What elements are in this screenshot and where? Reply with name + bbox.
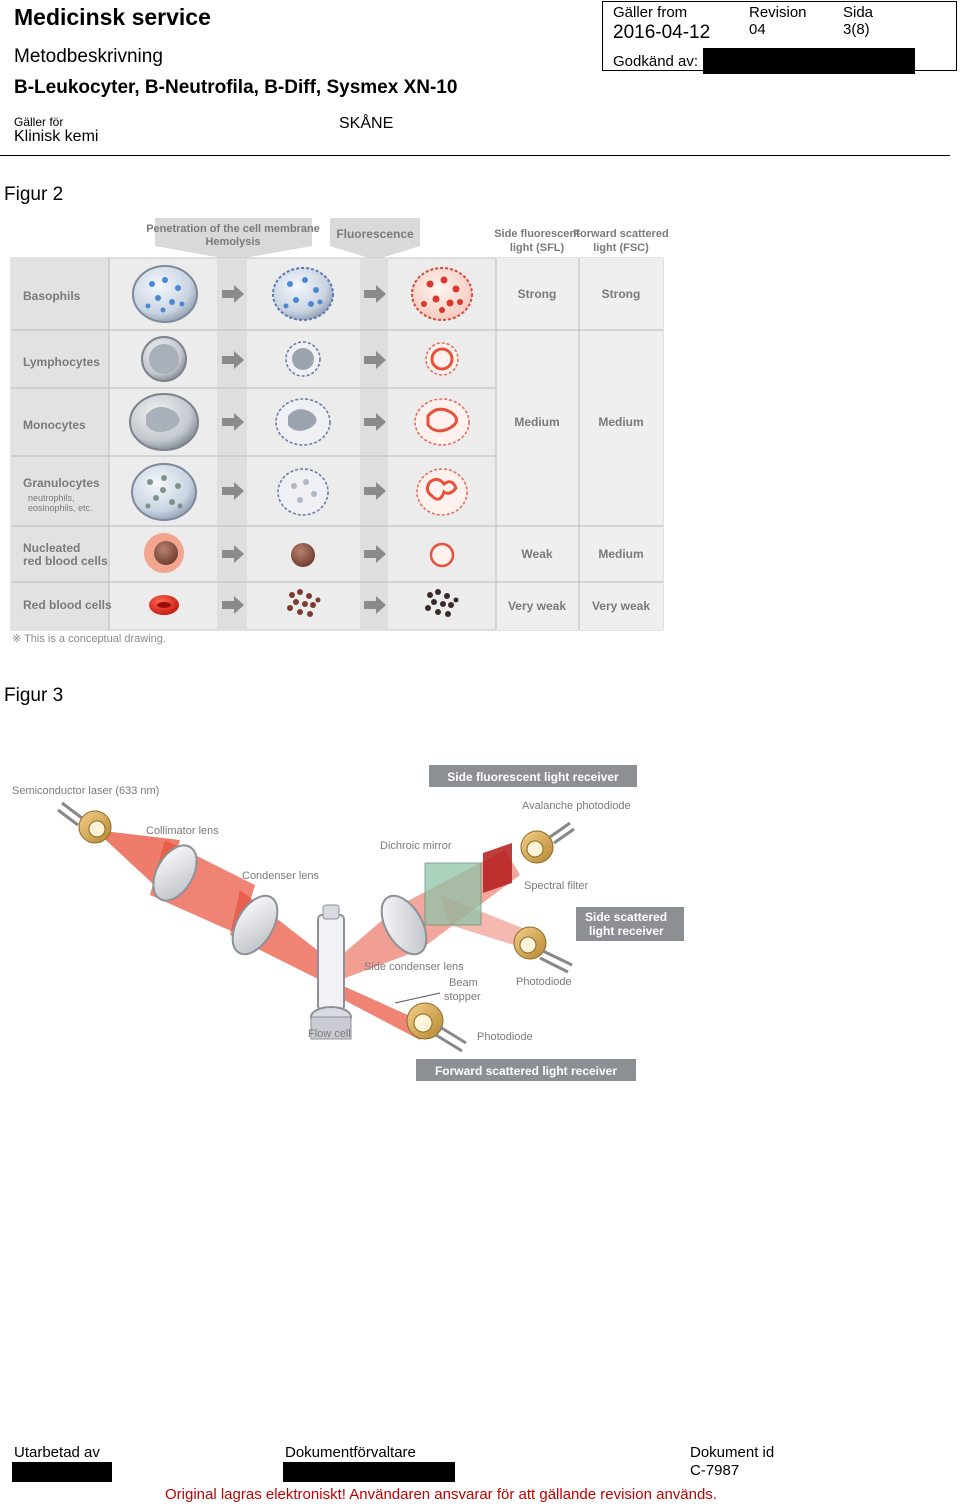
nucleated-rbc-icons — [144, 533, 455, 573]
approved-label: Godkänd av: — [613, 53, 699, 70]
applies-for-label: Gäller för — [14, 115, 64, 129]
valid-from-value: 2016-04-12 — [613, 22, 711, 43]
row-label-lymphocytes: Lymphocytes — [23, 355, 100, 369]
figure3-label: Figur 3 — [4, 685, 64, 706]
collimator-label: Collimator lens — [146, 825, 219, 837]
fsc-receiver-label: Forward scattered light receiver — [435, 1064, 617, 1078]
avalanche-label: Avalanche photodiode — [522, 800, 631, 812]
semiconductor-laser-icon — [57, 801, 112, 844]
fsc-header-line2: light (FSC) — [593, 242, 649, 254]
row-note-eosinophils: eosinophils, etc. — [28, 503, 93, 513]
sfl-receiver-label: Side fluorescent light receiver — [447, 770, 619, 784]
header-subtitle: Metodbeskrivning — [14, 46, 163, 67]
fluorescence-header: Fluorescence — [336, 227, 414, 241]
penetration-header-tab — [155, 218, 312, 260]
row-label-red-blood-cells-nucleated: red blood cells — [23, 554, 108, 568]
arrow-column-2 — [360, 258, 388, 630]
dichroic-label: Dichroic mirror — [380, 840, 452, 852]
figure2-cell-table: Penetration of the cell membrane Hemolys… — [10, 218, 669, 645]
sfl-receiver-box — [429, 765, 637, 787]
fsc-receiver-box — [416, 1059, 636, 1081]
revision-value: 04 — [749, 21, 766, 38]
forward-beam — [325, 980, 430, 1040]
row-label-monocytes: Monocytes — [23, 418, 86, 432]
arrow-icons — [222, 285, 386, 614]
label-column — [11, 258, 109, 630]
spectral-label: Spectral filter — [524, 880, 589, 892]
ssc-receiver-label-1: Side scattered — [585, 910, 667, 924]
fsc-monocytes: Medium — [598, 415, 643, 429]
forward-photodiode-icon — [406, 1002, 467, 1053]
flow-cell-icon — [310, 904, 352, 1040]
beam-stopper-label-1: Beam — [449, 977, 478, 989]
page-label: Sida — [843, 4, 874, 21]
conceptual-note: ※ This is a conceptual drawing. — [12, 633, 166, 645]
figure3-optics-diagram: Semiconductor laser (633 nm) Collimator … — [12, 765, 684, 1081]
ssc-receiver-label-2: light receiver — [589, 924, 664, 938]
flow-cell-label: Flow cell — [308, 1028, 351, 1040]
collimator-lens-icon — [152, 844, 198, 902]
beam-stopper-pointer — [394, 992, 441, 1004]
sfl-nucleated: Weak — [521, 547, 552, 561]
fsc-header-line1: Forward scattered — [573, 228, 668, 240]
redaction-approver — [703, 48, 915, 74]
photodiode-fwd-label: Photodiode — [477, 1031, 533, 1043]
sfl-rbc: Very weak — [508, 599, 566, 613]
document-name: B-Leukocyter, B-Neutrofila, B-Diff, Sysm… — [14, 77, 458, 98]
doc-id-value: C-7987 — [690, 1462, 740, 1479]
row-label-basophils: Basophils — [23, 289, 81, 303]
sfl-header-line2: light (SFL) — [510, 242, 565, 254]
revision-label: Revision — [749, 4, 807, 21]
hemolysis-header: Hemolysis — [205, 236, 260, 248]
footer-disclaimer: Original lagras elektroniskt! Användaren… — [165, 1486, 717, 1503]
row-dividers — [11, 258, 663, 630]
fsc-nucleated: Medium — [598, 547, 643, 561]
row-label-red-blood-cells: Red blood cells — [23, 598, 112, 612]
page-value: 3(8) — [843, 21, 870, 38]
avalanche-photodiode-icon — [520, 821, 575, 864]
sfl-basophils: Strong — [518, 287, 557, 301]
condenser-label: Condenser lens — [242, 870, 320, 882]
row-label-granulocytes: Granulocytes — [23, 476, 100, 490]
penetration-header: Penetration of the cell membrane — [146, 223, 320, 235]
monocyte-cell-icons — [129, 393, 470, 451]
applies-for-value: Klinisk kemi — [14, 128, 99, 145]
redaction-prepared-by — [12, 1462, 112, 1482]
photodiode-side-label: Photodiode — [516, 976, 572, 988]
laser-label: Semiconductor laser (633 nm) — [12, 785, 159, 797]
doc-id-label: Dokument id — [690, 1444, 775, 1461]
fluorescence-header-tab — [330, 218, 420, 260]
sfl-monocytes: Medium — [514, 415, 559, 429]
side-condenser-lens-icon — [380, 894, 428, 956]
row-note-neutrophils: neutrophils, — [28, 493, 75, 503]
arrow-column-1 — [217, 258, 247, 630]
lymphocyte-cell-icons — [141, 336, 459, 382]
rbc-icons — [149, 589, 459, 617]
figure2-label: Figur 2 — [4, 184, 64, 205]
side-condenser-label: Side condenser lens — [364, 961, 464, 973]
beam-stopper-label-2: stopper — [444, 991, 481, 1003]
fsc-rbc: Very weak — [592, 599, 650, 613]
fsc-basophils: Strong — [602, 287, 641, 301]
header-divider — [0, 155, 950, 156]
row-label-nucleated: Nucleated — [23, 541, 80, 555]
spectral-filter-icon — [483, 843, 512, 893]
granulocyte-cell-icons — [131, 463, 468, 521]
prepared-by-label: Utarbetad av — [14, 1444, 100, 1461]
side-photodiode-icon — [513, 926, 573, 974]
ssc-receiver-box — [576, 907, 684, 941]
header-title: Medicinsk service — [14, 4, 211, 30]
redaction-doc-manager — [283, 1462, 455, 1482]
valid-from-label: Gäller from — [613, 4, 688, 21]
sfl-header-line1: Side fluorescent — [494, 228, 580, 240]
dichroic-mirror-icon — [424, 862, 482, 926]
condenser-lens-icon — [231, 894, 279, 956]
region: SKÅNE — [339, 115, 394, 132]
doc-manager-label: Dokumentförvaltare — [285, 1444, 416, 1461]
basophil-cell-icons — [132, 265, 473, 323]
